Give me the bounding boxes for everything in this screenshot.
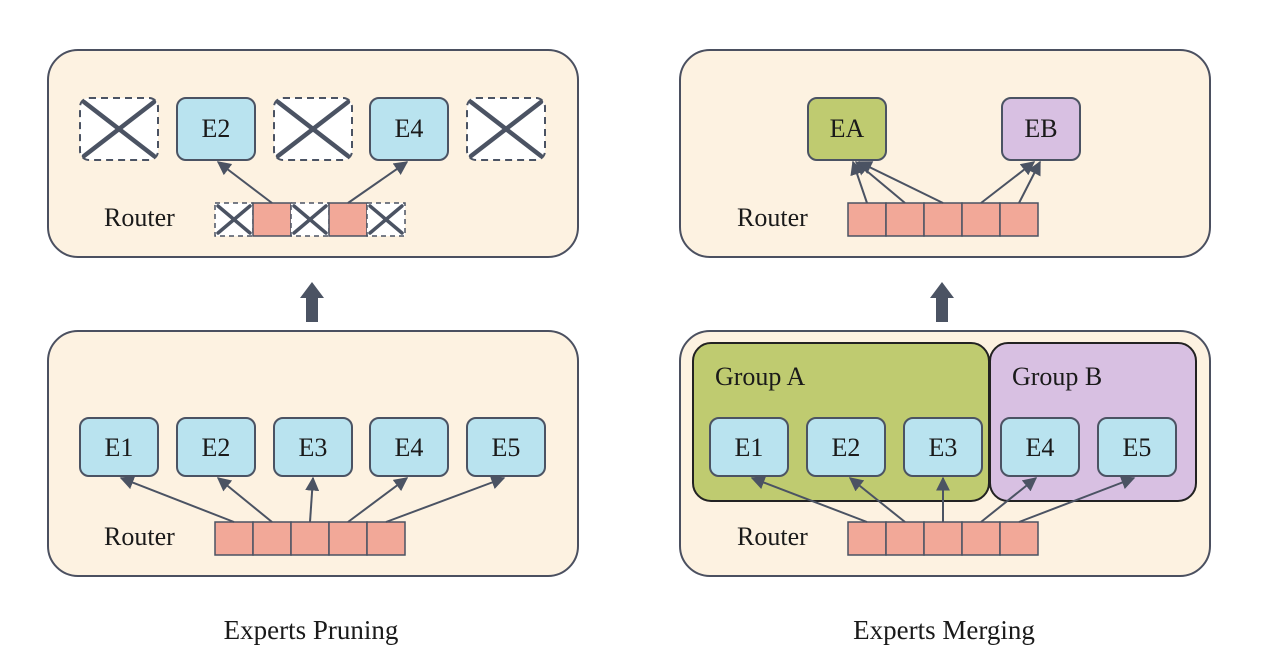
merging-before-router-arrows [750,475,1136,523]
merged-expert-eb: EB [1001,97,1081,161]
merging-after-router-label: Router [737,203,808,232]
svg-text:E4: E4 [395,433,424,462]
svg-text:E2: E2 [202,433,231,462]
group-a-experts: E1 E2 E3 [709,417,983,477]
merged-expert-ea: EA [807,97,887,161]
pruned-router [214,202,406,237]
pruned-router-arrows [216,161,409,204]
pruning-after-router-label: Router [104,203,175,232]
pruned-expert-5 [466,97,546,161]
pruned-expert-3 [273,97,353,161]
pruning-before-router-label: Router [104,522,175,551]
pruning-before-experts: E1 E2 E3 E4 E5 [79,417,546,477]
svg-text:E3: E3 [299,433,328,462]
merging-before-router [847,521,1039,556]
svg-text:E4: E4 [395,114,424,143]
group-a-label: Group A [715,362,806,391]
svg-text:E1: E1 [735,433,764,462]
svg-text:EA: EA [830,114,865,143]
pruned-expert-1 [79,97,159,161]
pruning-before-router-arrows [119,475,506,523]
svg-text:EB: EB [1024,114,1057,143]
group-b-experts: E4 E5 [1000,417,1177,477]
merging-caption: Experts Merging [853,615,1035,645]
group-b-label: Group B [1012,362,1102,391]
svg-text:E3: E3 [929,433,958,462]
svg-text:E2: E2 [832,433,861,462]
svg-text:E1: E1 [105,433,134,462]
pruning-caption: Experts Pruning [224,615,399,645]
svg-text:E5: E5 [492,433,521,462]
merging-before-router-label: Router [737,522,808,551]
merging-after-router [847,202,1039,237]
pruning-before-router [214,521,406,556]
expert-e2-kept: E2 [176,97,256,161]
svg-text:E2: E2 [202,114,231,143]
svg-text:E5: E5 [1123,433,1152,462]
up-arrow-merging [930,282,954,322]
up-arrow-pruning [300,282,324,322]
expert-e4-kept: E4 [369,97,449,161]
merging-after-router-arrows [850,160,1041,204]
svg-text:E4: E4 [1026,433,1055,462]
